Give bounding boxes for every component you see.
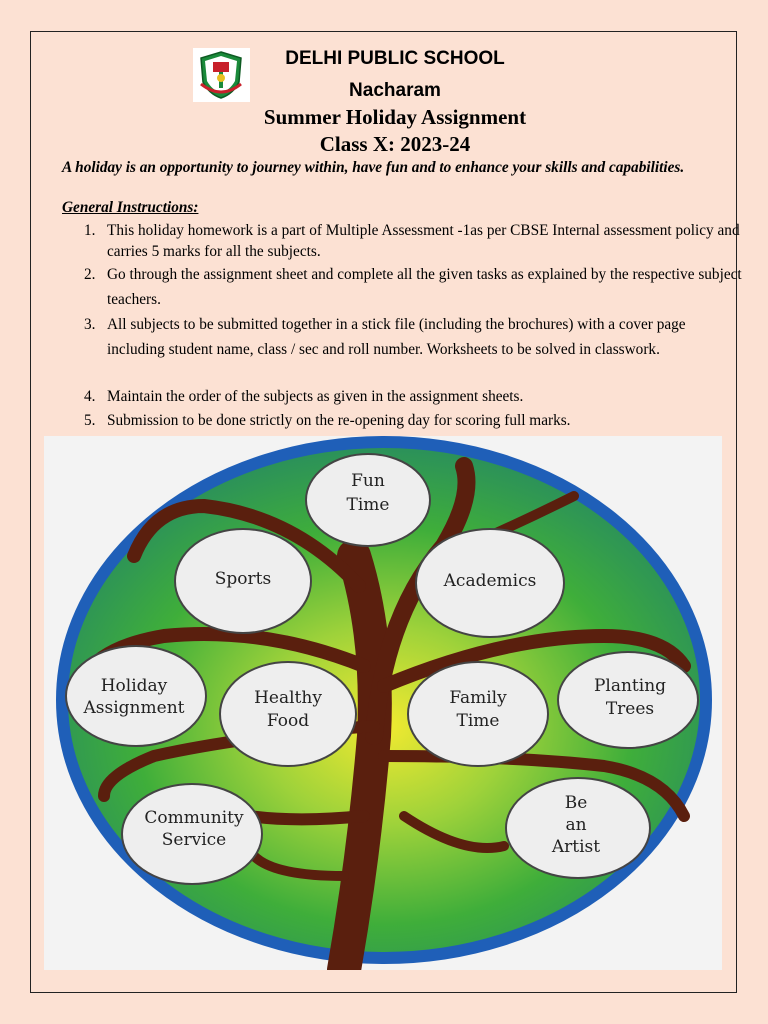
school-logo: [193, 48, 250, 102]
instruction-item: 3. All subjects to be submitted together…: [84, 316, 686, 358]
bubble-label: Artist: [551, 837, 600, 857]
bubble-label: an: [565, 815, 586, 835]
instruction-text: All subjects to be submitted together in…: [107, 316, 686, 358]
bubble-label: Fun: [351, 471, 385, 491]
instructions-heading: General Instructions:: [62, 199, 199, 216]
bubble-sports: Sports: [174, 528, 312, 634]
instruction-item: 4. Maintain the order of the subjects as…: [84, 388, 524, 405]
bubble-label: Time: [457, 711, 500, 731]
instruction-item: 1. This holiday homework is a part of Mu…: [84, 222, 740, 260]
bubble-label: Trees: [606, 699, 654, 719]
bubble-label: Be: [565, 793, 588, 813]
document-title: Summer Holiday Assignment: [263, 105, 527, 129]
instruction-text: Go through the assignment sheet and comp…: [107, 266, 742, 308]
bubble-holiday-assignment: Holiday Assignment: [65, 645, 207, 747]
bubble-community-service: Community Service: [121, 783, 263, 885]
bubble-family-time: Family Time: [407, 661, 549, 767]
bubble-academics: Academics: [415, 528, 565, 638]
instruction-text: Maintain the order of the subjects as gi…: [107, 388, 524, 405]
bubble-planting-trees: Planting Trees: [557, 651, 699, 749]
bubble-label: Healthy: [254, 688, 322, 708]
bubble-be-an-artist: Be an Artist: [505, 777, 651, 879]
bubble-label: Time: [347, 495, 390, 515]
instruction-text: This holiday homework is a part of Multi…: [107, 222, 740, 260]
bubble-label: Service: [162, 830, 226, 850]
bubble-label: Academics: [443, 571, 537, 591]
bubble-label: Sports: [215, 569, 271, 589]
page-border: [30, 31, 737, 993]
school-name: DELHI PUBLIC SCHOOL: [285, 48, 505, 69]
school-branch: Nacharam: [349, 80, 441, 101]
intro-quote: A holiday is an opportunity to journey w…: [62, 159, 685, 176]
bubble-label: Community: [144, 808, 244, 828]
instructions-list: 1. This holiday homework is a part of Mu…: [62, 220, 742, 433]
bubble-label: Planting: [594, 676, 666, 696]
class-year: Class X: 2023-24: [319, 132, 471, 156]
instruction-text: Submission to be done strictly on the re…: [107, 412, 571, 429]
bubble-label: Holiday: [101, 676, 168, 696]
tree-illustration: Fun Time Sports Academics Holiday Assign…: [44, 436, 722, 970]
bubble-label: Assignment: [83, 698, 185, 718]
bubble-label: Family: [449, 688, 507, 708]
bubble-label: Food: [267, 711, 309, 731]
instruction-item: 5. Submission to be done strictly on the…: [84, 412, 571, 429]
instruction-item: 2. Go through the assignment sheet and c…: [84, 266, 742, 308]
bubble-fun-time: Fun Time: [305, 453, 431, 547]
bubble-healthy-food: Healthy Food: [219, 661, 357, 767]
